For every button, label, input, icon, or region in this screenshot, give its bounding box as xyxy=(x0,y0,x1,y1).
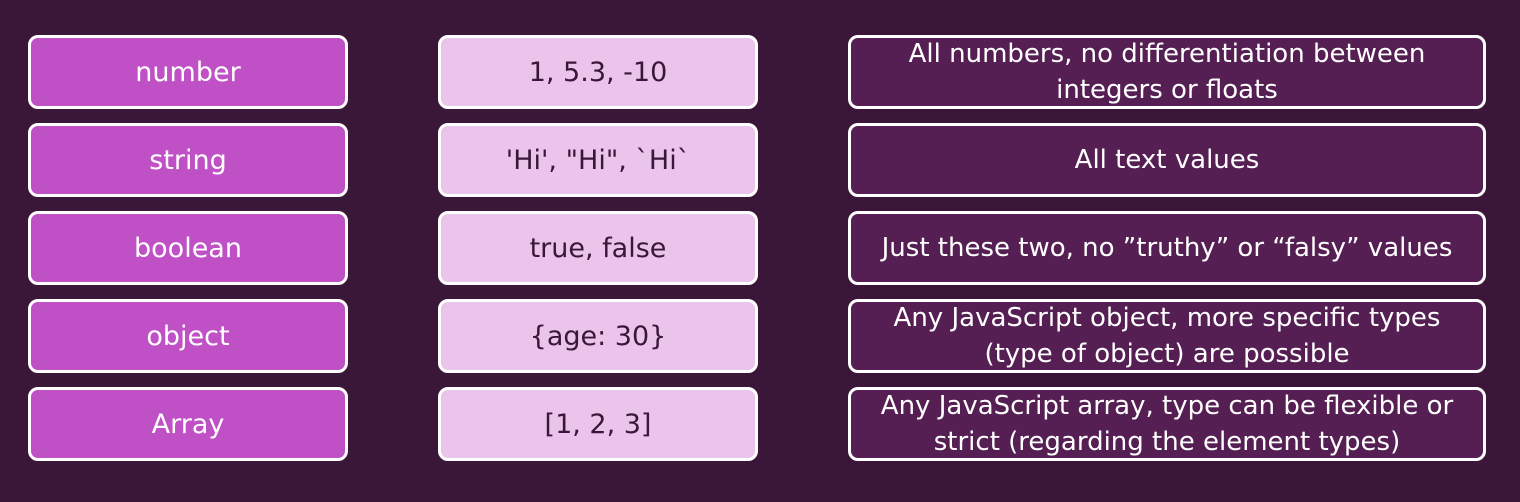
row-boolean: boolean true, false Just these two, no ”… xyxy=(28,211,1488,289)
example-cell: [1, 2, 3] xyxy=(438,387,758,461)
description-cell: All numbers, no differentiation between … xyxy=(848,35,1486,109)
row-object: object {age: 30} Any JavaScript object, … xyxy=(28,299,1488,377)
type-cell: number xyxy=(28,35,348,109)
example-value: 'Hi', "Hi", `Hi` xyxy=(505,144,691,176)
description-text: Just these two, no ”truthy” or “falsy” v… xyxy=(881,232,1453,263)
type-label: boolean xyxy=(134,232,242,264)
row-string: string 'Hi', "Hi", `Hi` All text values xyxy=(28,123,1488,201)
description-cell: Just these two, no ”truthy” or “falsy” v… xyxy=(848,211,1486,285)
description-text: All text values xyxy=(1074,144,1260,175)
type-cell: Array xyxy=(28,387,348,461)
example-cell: 1, 5.3, -10 xyxy=(438,35,758,109)
type-cell: boolean xyxy=(28,211,348,285)
type-cell: object xyxy=(28,299,348,373)
type-label: string xyxy=(149,144,227,176)
description-cell: Any JavaScript object, more specific typ… xyxy=(848,299,1486,373)
description-text: Any JavaScript array, type can be flexib… xyxy=(880,390,1454,457)
type-cell: string xyxy=(28,123,348,197)
description-cell: All text values xyxy=(848,123,1486,197)
example-cell: 'Hi', "Hi", `Hi` xyxy=(438,123,758,197)
types-table: number 1, 5.3, -10 All numbers, no diffe… xyxy=(28,35,1488,465)
row-number: number 1, 5.3, -10 All numbers, no diffe… xyxy=(28,35,1488,113)
example-value: true, false xyxy=(529,232,667,264)
example-value: {age: 30} xyxy=(529,320,667,352)
description-text: All numbers, no differentiation between … xyxy=(908,38,1426,105)
row-array: Array [1, 2, 3] Any JavaScript array, ty… xyxy=(28,387,1488,465)
type-label: object xyxy=(146,320,230,352)
example-value: 1, 5.3, -10 xyxy=(528,56,668,88)
type-label: Array xyxy=(151,408,225,440)
type-label: number xyxy=(135,56,241,88)
example-value: [1, 2, 3] xyxy=(544,408,652,440)
description-cell: Any JavaScript array, type can be flexib… xyxy=(848,387,1486,461)
example-cell: true, false xyxy=(438,211,758,285)
description-text: Any JavaScript object, more specific typ… xyxy=(893,302,1441,369)
example-cell: {age: 30} xyxy=(438,299,758,373)
